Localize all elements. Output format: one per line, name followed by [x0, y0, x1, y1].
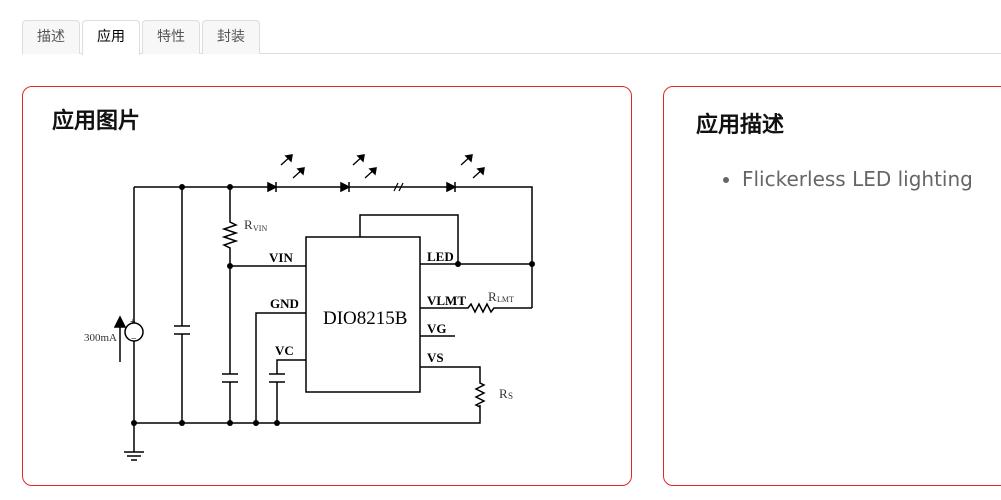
rvin-label: R [244, 217, 253, 232]
capacitor-icon [174, 187, 190, 423]
pin-led: LED [427, 249, 454, 264]
card-title: 应用描述 [696, 113, 785, 138]
pin-gnd: GND [270, 296, 299, 311]
pin-vg: VG [427, 321, 447, 336]
svg-text:+: + [130, 317, 136, 328]
tab-features[interactable]: 特性 [142, 20, 200, 54]
rs-sub: S [508, 391, 513, 401]
rs-label: R [499, 386, 508, 401]
pin-vin: VIN [269, 250, 293, 265]
list-item: Flickerless LED lighting [742, 167, 973, 191]
chip-label: DIO8215B [323, 308, 407, 329]
pin-vs: VS [427, 350, 444, 365]
resistor-rvin-icon [221, 187, 239, 423]
tab-bar: 描述 应用 特性 封装 [22, 20, 1001, 55]
light-arrows-icon [280, 154, 485, 179]
rlmt-label: R [488, 289, 497, 304]
card-title: 应用图片 [52, 109, 141, 134]
rvin-sub: VIN [253, 224, 267, 233]
pin-vc: VC [275, 343, 294, 358]
source-label: 300mA [84, 332, 117, 344]
application-list: Flickerless LED lighting [742, 167, 973, 191]
led-diodes-icon [267, 181, 457, 193]
chip-body [305, 236, 421, 393]
application-description-card: 应用描述 Flickerless LED lighting [663, 86, 1001, 486]
application-schematic: +− DIO8215B VIN GND VC LED VLMT VG VS R … [84, 154, 535, 461]
tab-application[interactable]: 应用 [82, 20, 140, 55]
svg-text:−: − [131, 334, 137, 345]
tab-package[interactable]: 封装 [202, 20, 260, 54]
current-source-icon [124, 322, 144, 342]
tab-description[interactable]: 描述 [22, 20, 80, 54]
pin-vlmt: VLMT [427, 293, 466, 308]
rlmt-sub: LMT [497, 295, 514, 304]
